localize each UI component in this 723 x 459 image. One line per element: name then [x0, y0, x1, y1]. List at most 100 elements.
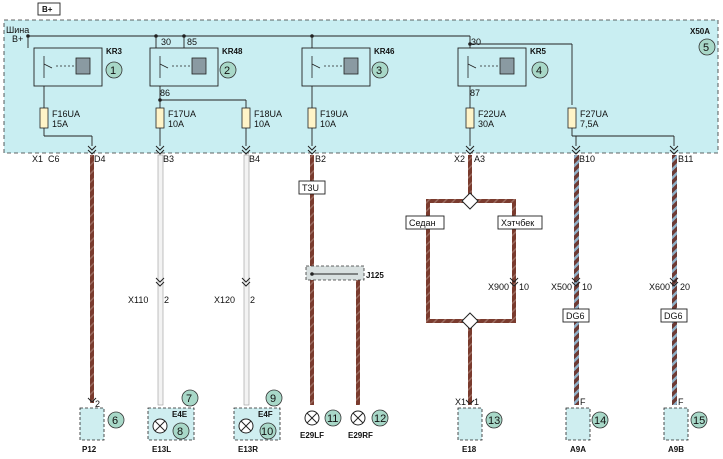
component-e13l: E4E 8 7 E13L [147, 389, 199, 454]
conn-x120: X120 [214, 295, 235, 305]
component-p12: 2 P12 6 [79, 399, 125, 454]
conn-a3: A3 [474, 154, 485, 164]
component-e29rf: 12 E29RF [348, 409, 389, 440]
relay-kr48: 30 85 86 KR48 2 [149, 37, 243, 98]
relay-label: KR5 [530, 47, 547, 56]
wire-b10 [574, 155, 579, 405]
svg-text:13: 13 [488, 415, 500, 427]
svg-text:2: 2 [224, 65, 230, 77]
svg-text:10: 10 [582, 282, 592, 292]
svg-text:E13R: E13R [238, 445, 258, 454]
svg-text:T3U: T3U [302, 183, 319, 193]
svg-text:30: 30 [161, 37, 171, 47]
bus-label-1: Шина [6, 25, 29, 35]
conn-b3: B3 [163, 154, 174, 164]
svg-text:F: F [678, 397, 684, 407]
svg-text:3: 3 [376, 65, 382, 77]
wire-e29rf [356, 274, 360, 405]
svg-text:X1: X1 [455, 397, 466, 407]
svg-text:Хэтчбек: Хэтчбек [501, 218, 534, 228]
svg-text:20: 20 [680, 282, 690, 292]
fuse-block-x50a [3, 19, 719, 154]
svg-text:10A: 10A [168, 119, 184, 129]
relay-kr46: KR46 3 [301, 47, 395, 87]
conn-x2: X2 [454, 154, 465, 164]
svg-text:2: 2 [164, 295, 169, 305]
component-e13r: E4F 10 9 E13R [233, 389, 283, 454]
conn-b11: B11 [678, 154, 693, 164]
svg-text:DG6: DG6 [566, 311, 585, 321]
svg-text:30: 30 [471, 37, 481, 47]
svg-text:86: 86 [160, 88, 170, 98]
svg-text:15A: 15A [52, 119, 68, 129]
svg-text:F16UA: F16UA [52, 109, 80, 119]
svg-text:6: 6 [112, 415, 118, 427]
svg-text:E13L: E13L [152, 445, 171, 454]
svg-text:9: 9 [270, 393, 276, 405]
relay-kr5: 30 87 KR5 4 [457, 37, 549, 98]
svg-text:15: 15 [693, 415, 705, 427]
svg-text:11: 11 [327, 413, 338, 425]
svg-text:DG6: DG6 [664, 311, 683, 321]
tag-sedan: Седан [405, 215, 445, 230]
wire-a3 [426, 155, 516, 405]
svg-text:85: 85 [187, 37, 197, 47]
svg-text:8: 8 [177, 426, 183, 438]
conn-c6: C6 [48, 154, 60, 164]
tag-dg6-a: DG6 [562, 308, 590, 323]
svg-text:F: F [580, 397, 586, 407]
relay-label: KR3 [106, 47, 123, 56]
svg-text:30A: 30A [478, 119, 494, 129]
svg-text:F22UA: F22UA [478, 109, 506, 119]
svg-text:7: 7 [186, 393, 192, 405]
wire-d4 [90, 155, 94, 403]
relay-kr3: KR3 1 [33, 47, 123, 87]
svg-text:1: 1 [110, 65, 116, 77]
svg-text:E4E: E4E [172, 410, 188, 419]
conn-x110: X110 [128, 295, 148, 305]
svg-text:E18: E18 [462, 445, 477, 454]
component-a9a: F A9A 14 [565, 397, 609, 454]
connector-chevrons [87, 145, 679, 155]
svg-text:10A: 10A [254, 119, 270, 129]
svg-text:2: 2 [95, 399, 100, 409]
svg-text:10: 10 [519, 282, 529, 292]
conn-b4: B4 [249, 154, 260, 164]
svg-text:1: 1 [474, 397, 479, 407]
svg-text:E29RF: E29RF [348, 431, 373, 440]
svg-text:5: 5 [703, 42, 709, 54]
wire-b11 [672, 155, 677, 405]
conn-b10: B10 [579, 154, 595, 164]
svg-text:7,5A: 7,5A [580, 119, 599, 129]
relay-label: KR48 [222, 47, 243, 56]
svg-text:F17UA: F17UA [168, 109, 196, 119]
bus-tag: B+ [37, 2, 61, 16]
mid-connector-chevrons [87, 277, 679, 405]
svg-text:2: 2 [250, 295, 255, 305]
svg-text:J125: J125 [366, 271, 384, 280]
bus-line [27, 35, 573, 105]
svg-text:F19UA: F19UA [320, 109, 348, 119]
svg-text:F18UA: F18UA [254, 109, 282, 119]
conn-d4: D4 [94, 154, 106, 164]
relay-label: KR46 [374, 47, 395, 56]
callout-5: 5 [698, 38, 716, 56]
conn-b2: B2 [315, 154, 326, 164]
component-e29lf: 11 E29LF [300, 409, 342, 440]
svg-text:87: 87 [470, 88, 480, 98]
svg-text:E4F: E4F [258, 410, 273, 419]
conn-x1: X1 [32, 154, 43, 164]
svg-text:12: 12 [374, 413, 386, 425]
svg-text:14: 14 [594, 415, 606, 427]
conn-x500: X500 [551, 282, 572, 292]
tag-dg6-b: DG6 [660, 308, 688, 323]
svg-text:F27UA: F27UA [580, 109, 608, 119]
svg-text:4: 4 [536, 65, 542, 77]
svg-text:Седан: Седан [409, 218, 436, 228]
block-label: X50A [690, 27, 710, 36]
svg-text:10: 10 [261, 426, 273, 438]
tag-t3u: T3U [298, 180, 326, 195]
conn-x900: X900 [488, 282, 509, 292]
